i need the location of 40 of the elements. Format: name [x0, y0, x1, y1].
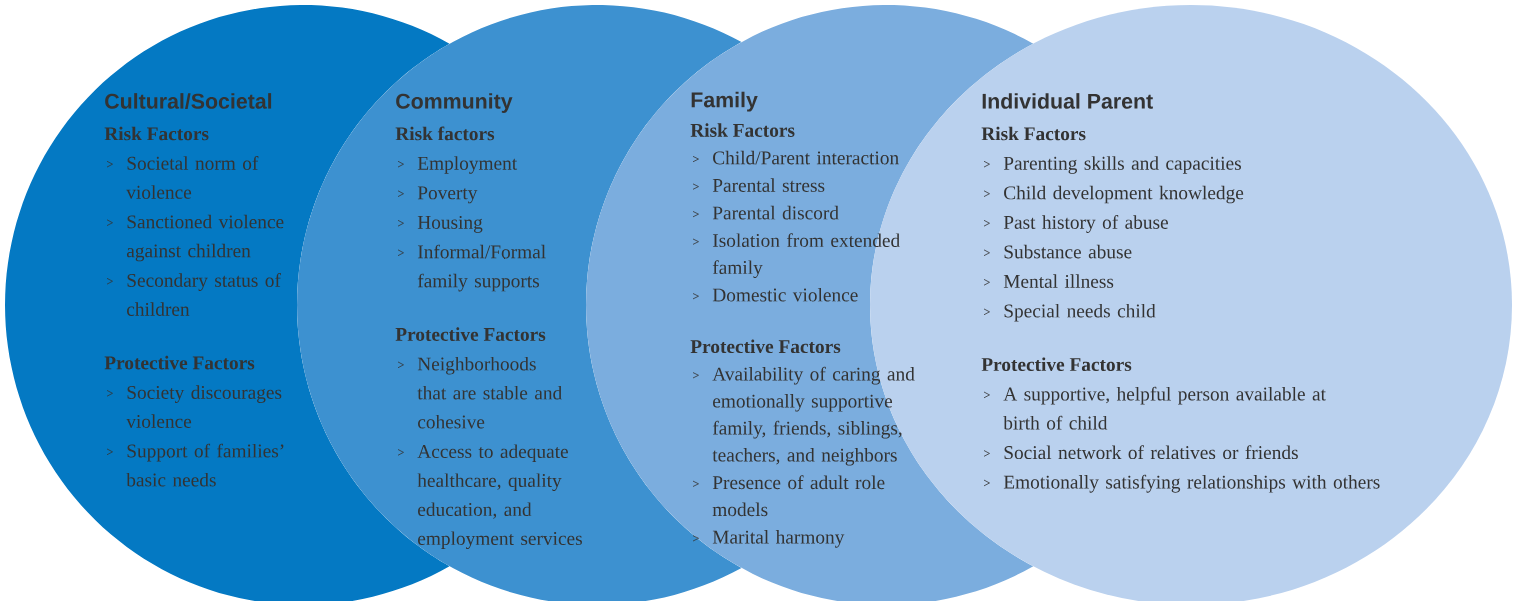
section-heading: Individual Parent: [982, 93, 1153, 109]
list-item: Support of families’ basic needs: [106, 443, 284, 487]
section-heading: Community: [396, 93, 513, 113]
list-item: Special needs child: [983, 303, 1156, 322]
subheading: Protective Factors: [395, 327, 546, 341]
list-item: Neighborhoods that are stable and cohesive: [397, 356, 562, 429]
list-item: Parental stress: [692, 178, 825, 192]
section-heading: Cultural/Societal: [105, 93, 272, 109]
list-item: Availability of caring and emotionally supportive family, friends, siblings, teachers, and neighbors: [692, 366, 915, 466]
list-item: Social network of relatives or friends: [983, 445, 1298, 460]
list-item: Mental illness: [983, 274, 1114, 288]
list-item: Employment: [397, 156, 518, 174]
list-item: Societal norm of violence: [106, 156, 259, 199]
list-item: Domestic violence: [692, 287, 858, 302]
subheading: Risk Factors: [690, 123, 795, 137]
list-item: A supportive, helpful person available at birth of child: [983, 386, 1326, 430]
list-item: Housing: [397, 215, 483, 233]
list-item: Parental discord: [692, 205, 839, 220]
subheading: Risk factors: [395, 126, 495, 141]
list-item: Substance abuse: [983, 244, 1132, 259]
list-item: Presence of adult role models: [692, 475, 885, 517]
subheading: Protective Factors: [104, 355, 255, 370]
list-item: Poverty: [397, 186, 478, 204]
list-item: Sanctioned violence against children: [106, 214, 284, 262]
list-item: Isolation from extended family: [692, 233, 900, 278]
list-item: Secondary status of children: [106, 273, 281, 316]
list-item: Child development knowledge: [983, 185, 1244, 204]
list-item: Emotionally satisfying relationships with others: [983, 474, 1380, 493]
list-item: Past history of abuse: [983, 215, 1168, 233]
list-item: Child/Parent interaction: [692, 150, 899, 165]
list-item: Access to adequate healthcare, quality education, and employment services: [397, 444, 582, 550]
subheading: Risk Factors: [981, 126, 1086, 141]
list-item: Society discourages violence: [106, 385, 282, 428]
list-item: Parenting skills and capacities: [983, 156, 1241, 174]
list-item: Marital harmony: [692, 530, 845, 548]
section-heading: Family: [691, 91, 758, 112]
list-item: Informal/Formal family supports: [397, 244, 546, 292]
subheading: Protective Factors: [690, 339, 841, 354]
subheading: Protective Factors: [981, 357, 1132, 372]
subheading: Risk Factors: [104, 126, 209, 141]
